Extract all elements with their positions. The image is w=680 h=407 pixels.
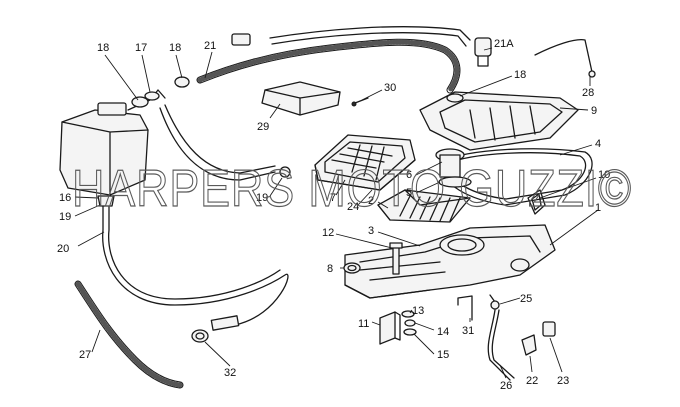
callout-8: 8 [327, 263, 333, 275]
ring-10 [527, 189, 546, 215]
callout-17: 17 [135, 42, 147, 54]
callout-14: 14 [437, 326, 449, 338]
callout-18b: 18 [169, 42, 181, 54]
callout-18c: 18 [514, 69, 526, 81]
cap-23 [542, 321, 556, 337]
callout-2: 2 [368, 195, 374, 207]
gasket-4 [439, 148, 593, 206]
callout-6: 6 [406, 169, 412, 181]
callout-4: 4 [595, 138, 601, 150]
callout-25: 25 [520, 293, 532, 305]
callout-24: 24 [347, 201, 359, 213]
tank-hose-19 [159, 104, 291, 181]
callout-18a: 18 [97, 42, 109, 54]
washers-13-14-15 [401, 310, 417, 336]
tube-28 [534, 39, 596, 78]
flange-5-6 [435, 148, 472, 188]
fitting-19-tank [97, 195, 115, 207]
callout-22: 22 [526, 375, 538, 387]
callout-labels: 18 17 18 21 21A 28 18 30 9 29 4 6 7 5 10… [57, 38, 610, 392]
callout-20: 20 [57, 243, 69, 255]
ring-8 [343, 262, 361, 274]
callout-32: 32 [224, 367, 236, 379]
callout-5: 5 [406, 187, 412, 199]
callout-19a: 19 [59, 211, 71, 223]
lower-housing-1 [344, 224, 556, 299]
callout-16: 16 [59, 192, 71, 204]
bracket-31 [457, 295, 473, 321]
callout-31: 31 [462, 325, 474, 337]
clamps-17-18 [131, 76, 190, 108]
callout-21a: 21A [494, 38, 514, 50]
callout-23: 23 [557, 375, 569, 387]
cap-22 [521, 334, 537, 356]
filter-cover-9 [419, 91, 579, 151]
callout-10: 10 [598, 169, 610, 181]
callout-9: 9 [591, 105, 597, 117]
callout-7: 7 [330, 192, 336, 204]
callout-27: 27 [79, 349, 91, 361]
fitting-32 [191, 329, 209, 343]
callout-26: 26 [500, 380, 512, 392]
filter-element-2 [377, 189, 471, 223]
callout-3: 3 [368, 225, 374, 237]
callout-15: 15 [437, 349, 449, 361]
callout-1: 1 [595, 202, 601, 214]
watermark-text: HARPERS MOTO GUZZI© [72, 160, 632, 218]
bracket-11 [379, 311, 401, 345]
hose-27 [74, 280, 184, 389]
callout-11: 11 [358, 318, 369, 330]
cover-29 [261, 81, 341, 116]
callout-13: 13 [412, 305, 424, 317]
filter-housing-7 [314, 134, 416, 191]
screw-30 [351, 97, 369, 107]
parts-drawing [59, 26, 596, 389]
callout-30: 30 [384, 82, 396, 94]
breather-hose-21 [196, 26, 492, 94]
leader-lines [74, 47, 599, 379]
callout-29: 29 [257, 121, 269, 133]
oil-tank-16 [59, 89, 166, 196]
hose-20 [102, 199, 289, 331]
drain-hose-26 [487, 294, 515, 381]
callout-12: 12 [322, 227, 334, 239]
callout-21: 21 [204, 40, 216, 52]
callout-28: 28 [582, 87, 594, 99]
screw-12 [389, 242, 403, 275]
callout-19b: 19 [256, 192, 268, 204]
